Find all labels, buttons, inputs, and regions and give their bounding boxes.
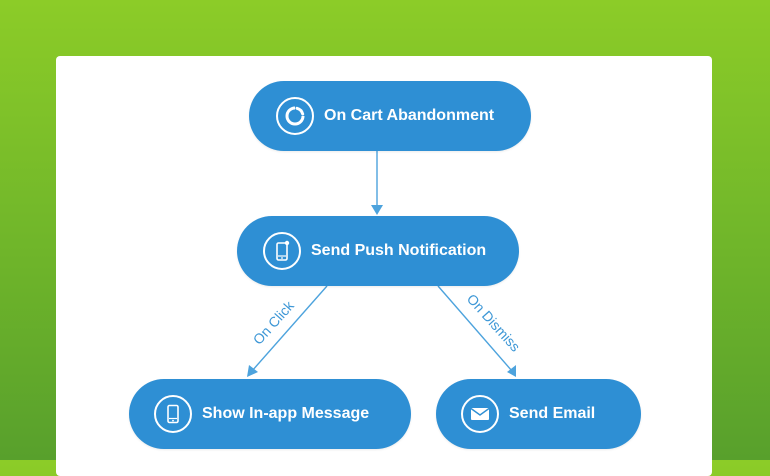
arrowhead-trigger-to-push [371,205,383,215]
arrowhead-push-to-email [507,365,516,377]
node-show-in-app-message[interactable]: Show In-app Message [129,379,411,449]
node-label: Send Email [509,405,596,422]
edge-label-on-dismiss: On Dismiss [464,291,524,355]
arrowhead-push-to-inapp [247,365,258,377]
phone-notification-icon [263,232,301,270]
envelope-icon [461,395,499,433]
edge-label-on-click: On Click [250,297,298,348]
connector-layer: On Click On Dismiss [247,151,524,377]
node-label: Show In-app Message [202,405,370,422]
node-send-push-notification[interactable]: Send Push Notification [237,216,519,286]
node-send-email[interactable]: Send Email [436,379,641,449]
smartphone-icon [154,395,192,433]
cycle-icon [276,97,314,135]
arrow-push-to-email [437,285,513,372]
node-label: Send Push Notification [311,242,487,259]
node-label: On Cart Abandonment [324,107,495,124]
arrow-push-to-inapp [251,285,328,372]
node-on-cart-abandonment[interactable]: On Cart Abandonment [249,81,531,151]
